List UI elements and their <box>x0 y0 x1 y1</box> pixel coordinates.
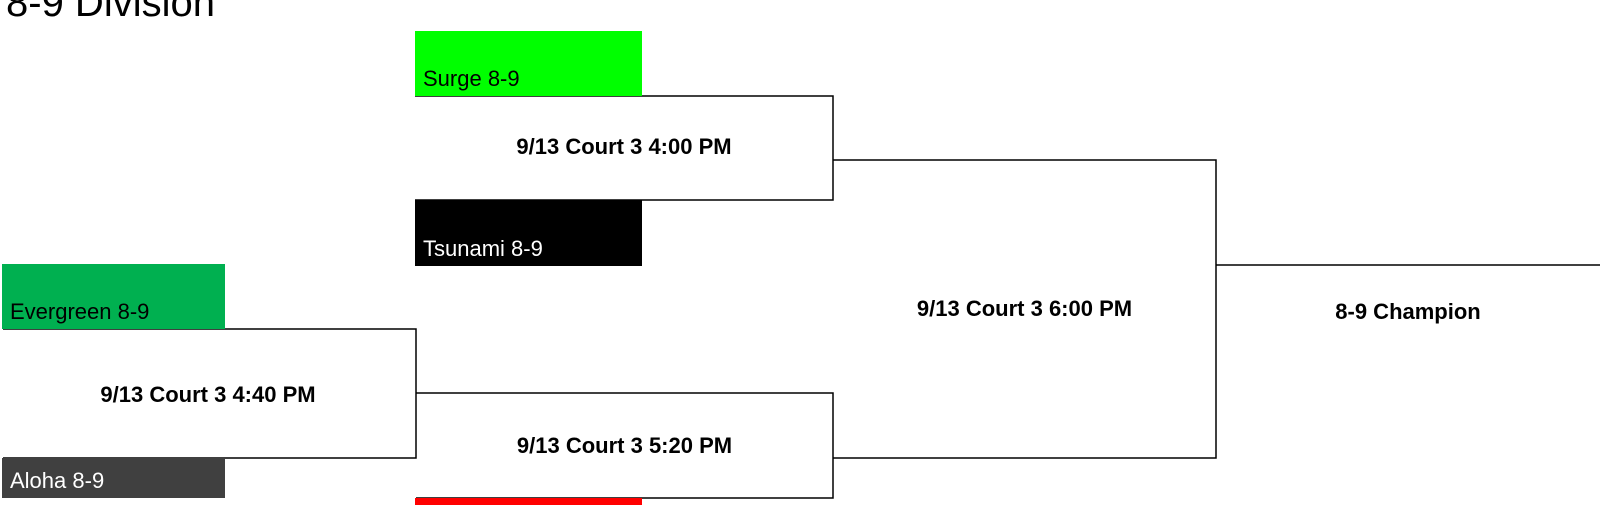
team-aloha-label: Aloha 8-9 <box>10 468 105 493</box>
game-4-label: 9/13 Court 3 6:00 PM <box>916 296 1133 321</box>
team-surge-label: Surge 8-9 <box>423 66 520 91</box>
game-2-label: 9/13 Court 3 4:40 PM <box>100 382 316 407</box>
team-tsunami-label: Tsunami 8-9 <box>423 236 543 261</box>
division-title: 8-9 Division <box>6 0 215 25</box>
champion-label: 8-9 Champion <box>1335 299 1481 324</box>
team-bottom-cut <box>415 498 642 505</box>
game-1-label: 9/13 Court 3 4:00 PM <box>516 134 732 159</box>
game-3-label: 9/13 Court 3 5:20 PM <box>516 433 733 458</box>
team-tsunami: Tsunami 8-9 <box>415 200 642 266</box>
bracket-line-game4 <box>833 159 1217 459</box>
team-surge: Surge 8-9 <box>415 31 642 96</box>
team-evergreen-label: Evergreen 8-9 <box>10 299 150 324</box>
team-evergreen: Evergreen 8-9 <box>2 264 225 329</box>
team-aloha: Aloha 8-9 <box>2 458 225 498</box>
